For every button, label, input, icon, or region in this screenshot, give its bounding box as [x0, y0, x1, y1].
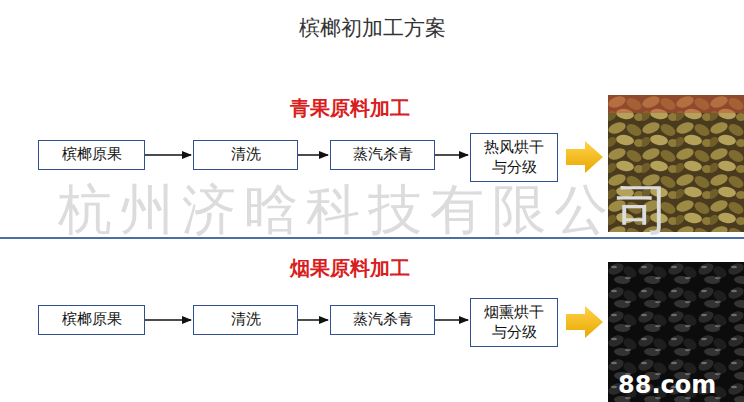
watermark: 88.com [618, 372, 716, 398]
process-box: 热风烘干 与分级 [470, 133, 558, 182]
box-label: 蒸汽杀青 [353, 310, 413, 330]
flow-arrow [145, 154, 191, 156]
box-text-wrap: 蒸汽杀青 [353, 145, 413, 165]
box-label: 烟熏烘干 与分级 [479, 303, 549, 342]
box-text-wrap: 热风烘干 与分级 [479, 138, 549, 177]
box-text-wrap: 槟榔原果 [62, 310, 122, 330]
diagram-title: 槟榔初加工方案 [0, 14, 744, 42]
process-box: 蒸汽杀青 [330, 140, 435, 170]
section-heading: 烟果原料加工 [290, 257, 410, 279]
yellow-arrow [566, 141, 603, 173]
box-text-wrap: 蒸汽杀青 [353, 310, 413, 330]
yellow-arrow [566, 306, 603, 338]
box-text-wrap: 槟榔原果 [62, 145, 122, 165]
flow-arrow [435, 154, 468, 156]
section-heading: 青果原料加工 [290, 97, 410, 119]
box-text-wrap: 清洗 [231, 145, 261, 165]
process-box: 烟熏烘干 与分级 [470, 298, 558, 347]
process-box: 蒸汽杀青 [330, 305, 435, 335]
box-label: 清洗 [231, 310, 261, 330]
box-label: 蒸汽杀青 [353, 145, 413, 165]
watermark: 杭州济晗科技有限公司 [58, 180, 678, 239]
box-text-wrap: 烟熏烘干 与分级 [479, 303, 549, 342]
box-text-wrap: 清洗 [231, 310, 261, 330]
process-box: 清洗 [193, 305, 298, 335]
box-label: 槟榔原果 [62, 310, 122, 330]
flow-arrow [298, 319, 328, 321]
process-box: 清洗 [193, 140, 298, 170]
box-label: 槟榔原果 [62, 145, 122, 165]
flow-arrow [435, 319, 468, 321]
process-box: 槟榔原果 [38, 305, 145, 335]
flow-arrow [298, 154, 328, 156]
box-label: 热风烘干 与分级 [479, 138, 549, 177]
flow-arrow [145, 319, 191, 321]
box-label: 清洗 [231, 145, 261, 165]
process-box: 槟榔原果 [38, 140, 145, 170]
